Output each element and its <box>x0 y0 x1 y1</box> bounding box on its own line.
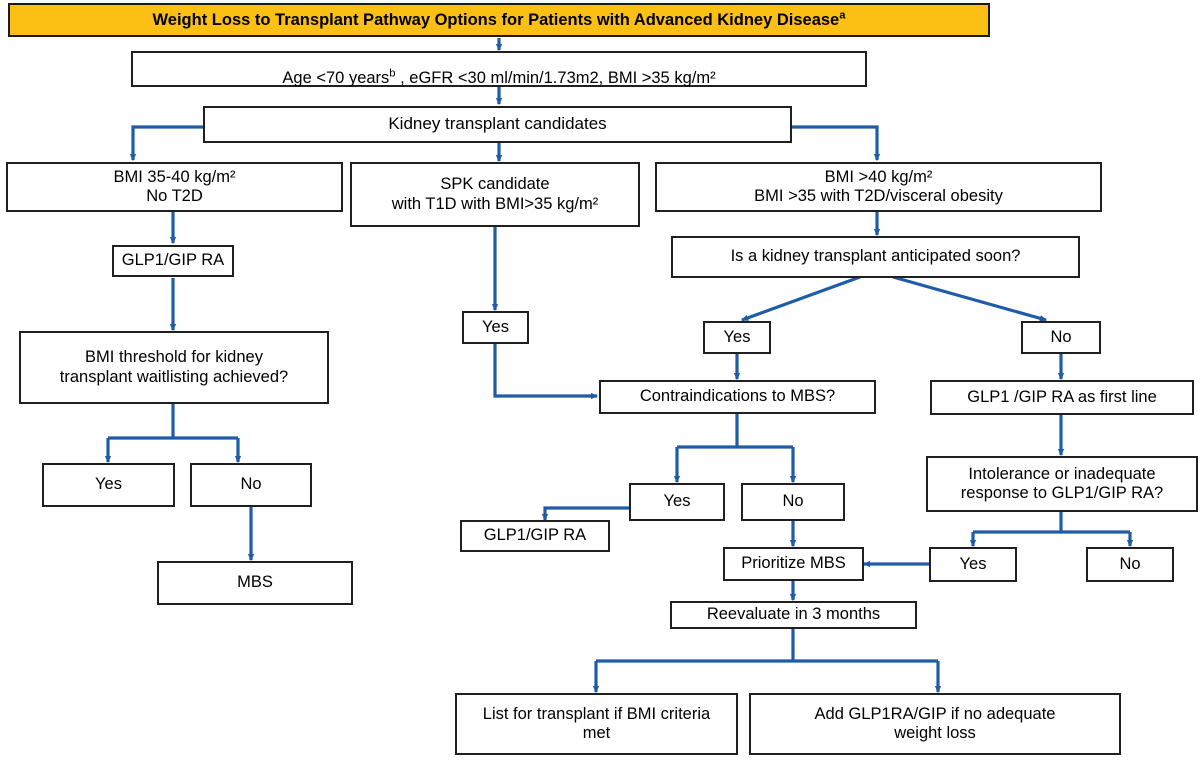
node-bmi-35-40[interactable]: BMI 35-40 kg/m² No T2D <box>6 162 343 212</box>
node-reevaluate-3-months[interactable]: Reevaluate in 3 months <box>670 601 917 629</box>
node-mbs-label: MBS <box>237 573 273 592</box>
node-spk-candidate[interactable]: SPK candidate with T1D with BMI>35 kg/m² <box>350 162 640 227</box>
node-intolerance-or-inadequate-response[interactable]: Intolerance or inadequate response to GL… <box>926 456 1198 512</box>
node-list-for-transplant-label: List for transplant if BMI criteria met <box>482 704 711 742</box>
node-bmi-over-40[interactable]: BMI >40 kg/m² BMI >35 with T2D/visceral … <box>655 162 1102 212</box>
node-soon-yes[interactable]: Yes <box>703 321 771 354</box>
node-threshold-yes[interactable]: Yes <box>42 463 175 507</box>
node-bmi-threshold-achieved-label: BMI threshold for kidney transplant wait… <box>59 348 289 386</box>
node-intolerance-no[interactable]: No <box>1086 547 1174 582</box>
node-bmi-threshold-achieved[interactable]: BMI threshold for kidney transplant wait… <box>19 331 329 404</box>
node-threshold-yes-label: Yes <box>95 475 122 494</box>
node-prioritize-mbs[interactable]: Prioritize MBS <box>723 547 864 581</box>
node-add-glp1ra-gip[interactable]: Add GLP1RA/GIP if no adequate weight los… <box>749 693 1121 755</box>
node-threshold-no[interactable]: No <box>190 463 312 507</box>
edge-soon-to-yes <box>740 275 861 322</box>
node-prioritize-mbs-label: Prioritize MBS <box>741 554 846 573</box>
node-bmi-over-40-label: BMI >40 kg/m² BMI >35 with T2D/visceral … <box>754 167 1003 205</box>
node-kidney-transplant-candidates-label: Kidney transplant candidates <box>388 114 607 134</box>
node-transplant-anticipated-soon[interactable]: Is a kidney transplant anticipated soon? <box>671 236 1080 278</box>
node-spk-yes[interactable]: Yes <box>462 311 529 344</box>
node-eligibility-criteria[interactable]: Age <70 yearsb , eGFR <30 ml/min/1.73m2,… <box>131 51 867 87</box>
node-contra-yes[interactable]: Yes <box>629 483 725 521</box>
node-contra-no[interactable]: No <box>741 483 845 521</box>
edge-soon-to-no <box>892 275 1048 322</box>
page-title-text: Weight Loss to Transplant Pathway Option… <box>152 9 846 29</box>
node-bmi-35-40-label: BMI 35-40 kg/m² No T2D <box>113 167 236 205</box>
criteria-superscript: b <box>389 67 396 80</box>
node-glp1-gip-ra-first-line[interactable]: GLP1 /GIP RA as first line <box>930 380 1194 415</box>
node-eligibility-criteria-label: Age <70 yearsb , eGFR <30 ml/min/1.73m2,… <box>282 67 716 87</box>
edge-spkyes-to-contra <box>493 344 599 400</box>
node-transplant-anticipated-soon-label: Is a kidney transplant anticipated soon? <box>730 247 1021 266</box>
node-spk-candidate-label: SPK candidate with T1D with BMI>35 kg/m² <box>391 175 599 213</box>
edge-contrayes-to-glp1mid <box>541 506 629 522</box>
node-threshold-no-label: No <box>240 475 262 494</box>
node-contra-no-label: No <box>782 492 804 511</box>
node-glp1-gip-ra-middle-label: GLP1/GIP RA <box>483 526 587 545</box>
node-list-for-transplant[interactable]: List for transplant if BMI criteria met <box>455 693 738 755</box>
node-glp1-gip-ra-first-line-label: GLP1 /GIP RA as first line <box>967 387 1157 406</box>
node-intolerance-or-inadequate-response-label: Intolerance or inadequate response to GL… <box>960 464 1164 502</box>
node-contra-yes-label: Yes <box>663 492 691 511</box>
node-intolerance-yes-label: Yes <box>959 554 987 573</box>
node-intolerance-no-label: No <box>1119 554 1141 573</box>
node-soon-yes-label: Yes <box>723 327 751 346</box>
node-contraindications-to-mbs[interactable]: Contraindications to MBS? <box>599 380 876 414</box>
edge-candidates-to-bmi3540 <box>129 125 204 162</box>
node-reevaluate-3-months-label: Reevaluate in 3 months <box>706 605 881 624</box>
node-glp1-gip-ra-left-label: GLP1/GIP RA <box>121 251 225 270</box>
node-intolerance-yes[interactable]: Yes <box>929 547 1017 582</box>
page-title: Weight Loss to Transplant Pathway Option… <box>8 3 990 37</box>
node-soon-no[interactable]: No <box>1021 321 1101 354</box>
node-kidney-transplant-candidates[interactable]: Kidney transplant candidates <box>203 106 792 143</box>
node-add-glp1ra-gip-label: Add GLP1RA/GIP if no adequate weight los… <box>814 704 1056 742</box>
edge-candidates-to-bmi40 <box>791 125 881 162</box>
node-glp1-gip-ra-middle[interactable]: GLP1/GIP RA <box>460 520 610 552</box>
node-contraindications-to-mbs-label: Contraindications to MBS? <box>639 387 836 406</box>
title-superscript: a <box>839 9 846 21</box>
node-mbs[interactable]: MBS <box>157 561 353 605</box>
node-soon-no-label: No <box>1050 327 1072 346</box>
node-spk-yes-label: Yes <box>482 317 509 336</box>
node-glp1-gip-ra-left[interactable]: GLP1/GIP RA <box>112 245 234 277</box>
